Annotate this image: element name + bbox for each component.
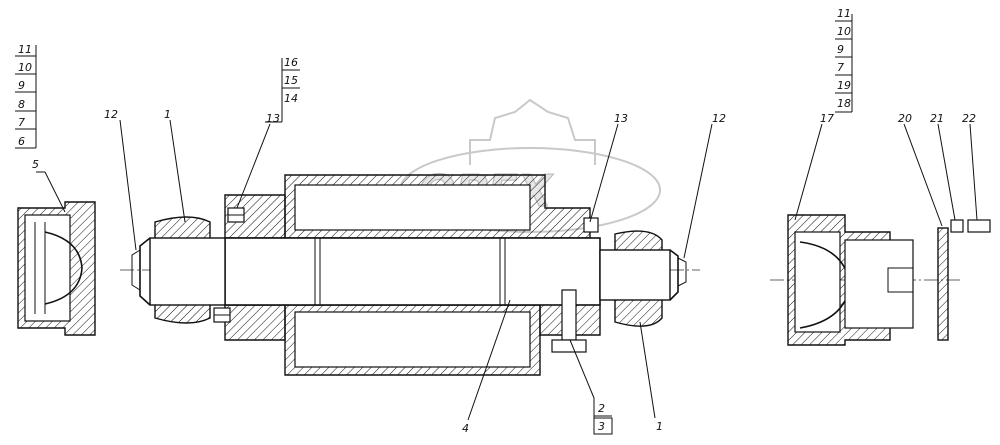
callout-label: 14 [284,92,298,105]
shaft-part [224,237,601,306]
right-cup-part [787,214,914,346]
left-cup-part [17,201,96,336]
callout-label-1-top: 1 [164,108,171,121]
callout-label: 8 [18,98,25,111]
callout-label: 2 [598,402,605,415]
housing-part [224,174,601,376]
callout-label-20: 20 [898,112,912,125]
callout-label: 16 [284,56,298,69]
callout-label-13-left: 13 [266,112,280,125]
callout-label-12-right: 12 [712,112,726,125]
callout-label-22: 22 [962,112,976,125]
label-stack-bottom: 2 3 [593,402,613,435]
callout-label: 10 [837,25,851,38]
callout-label-13-right: 13 [614,112,628,125]
callout-label-21: 21 [930,112,944,125]
callout-label: 6 [18,135,25,148]
callout-label: 11 [18,43,32,56]
callout-label: 19 [837,79,851,92]
callout-label-5: 5 [32,158,39,171]
callout-label: 7 [18,116,25,129]
callout-label: 9 [18,79,25,92]
callout-label-1-bottom: 1 [656,420,663,433]
callout-label: 9 [837,43,844,56]
label-stack-right: 11 10 9 7 19 18 [835,7,852,110]
left-bearing-cap [131,216,226,324]
callout-label-12-left: 12 [104,108,118,121]
leader-lines [15,14,978,428]
callout-label-17: 17 [820,112,834,125]
right-bearing-cap [599,230,687,327]
callout-label: 15 [284,74,298,87]
callout-label: 11 [837,7,851,20]
callout-label: 7 [837,61,844,74]
label-stack-left: 11 10 9 8 7 6 [15,43,36,148]
callout-label: 3 [598,420,605,433]
bolts [213,207,599,353]
label-stack-top: 16 15 14 [282,56,300,105]
callout-label: 10 [18,61,32,74]
callout-label-4: 4 [462,422,469,435]
washer-and-bolt [937,219,991,341]
callout-label: 18 [837,97,851,110]
